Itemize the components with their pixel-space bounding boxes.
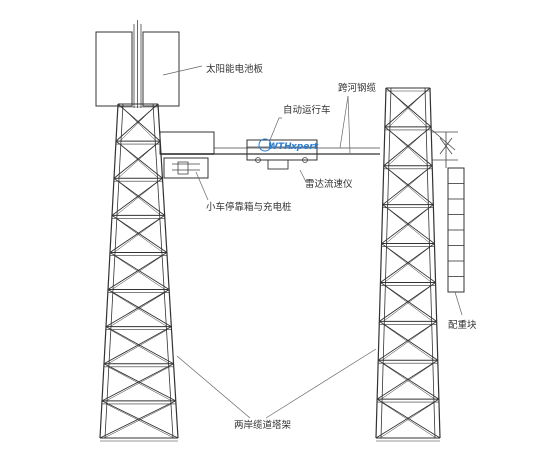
tower-brace (105, 403, 175, 439)
tower-brace (388, 129, 429, 166)
tower-brace (388, 90, 427, 128)
tower-brace (115, 218, 164, 253)
tower-brace (101, 400, 179, 439)
logo-main: WTH (268, 142, 292, 152)
tower-brace (380, 363, 434, 400)
tower-leg (157, 103, 179, 439)
tower-leg (429, 87, 441, 439)
tower-brace (119, 143, 159, 179)
tower-brace (384, 285, 433, 322)
logo-accent: xpert (290, 142, 319, 152)
tower-leg (104, 103, 124, 439)
parking-box (159, 131, 215, 179)
tower-brace (379, 282, 436, 322)
label-parking-box: 小车停靠箱与充电桩 (206, 201, 292, 213)
label-counterweight: 配重块 (448, 319, 477, 331)
left-tower (99, 103, 179, 442)
cross-river-cable (160, 129, 456, 155)
tower-brace (377, 359, 440, 400)
tower-brace (377, 320, 437, 361)
tower-brace (376, 398, 441, 439)
tower-brace (386, 207, 431, 244)
tower-brace (111, 255, 164, 290)
solar-panel (95, 20, 180, 108)
tower-brace (111, 292, 168, 327)
tower-leg (99, 103, 119, 439)
tower-brace (382, 324, 433, 361)
tower-brace (389, 90, 428, 128)
tower-brace (103, 326, 172, 365)
leader-lines (162, 65, 463, 419)
tower-leg (380, 87, 392, 439)
tower-brace (376, 359, 439, 400)
tower-brace (109, 292, 166, 327)
tower-brace (105, 366, 170, 402)
tower-brace (101, 363, 174, 402)
tower-brace (381, 243, 436, 283)
logo: WTH xpert (258, 138, 319, 152)
tower-leg (152, 103, 174, 439)
tower-brace (379, 320, 439, 361)
tower-leg (424, 87, 436, 439)
tower-brace (115, 181, 159, 216)
tower-brace (385, 246, 432, 283)
tower-leg (375, 87, 387, 439)
tower-brace (383, 285, 432, 322)
tower-brace (387, 168, 430, 205)
label-radar-velocimeter: 雷达流速仪 (305, 178, 353, 190)
tower-brace (382, 363, 436, 400)
tower-brace (119, 106, 155, 142)
tower-brace (386, 168, 429, 205)
auto-vehicle (246, 139, 318, 170)
tower-brace (109, 329, 170, 364)
label-auto-vehicle: 自动运行车 (283, 104, 331, 116)
label-cross-river-cable: 跨河钢缆 (338, 82, 377, 94)
label-towers: 两岸缆道塔架 (234, 419, 292, 431)
tower-brace (103, 363, 176, 402)
tower-brace (385, 207, 430, 244)
counterweight (432, 131, 465, 293)
tower-brace (99, 400, 176, 439)
tower-brace (379, 401, 436, 439)
tower-brace (380, 243, 435, 283)
tower-brace (103, 403, 172, 439)
labels: 太阳能电池板 自动运行车 跨河钢缆 雷达流速仪 小车停靠箱与充电桩 配重块 两岸… (206, 63, 477, 431)
tower-brace (121, 106, 157, 142)
tower-brace (107, 366, 172, 402)
tower-brace (113, 218, 161, 253)
tower-brace (384, 246, 431, 283)
tower-brace (380, 282, 437, 322)
tower-brace (375, 398, 440, 439)
right-tower (375, 87, 441, 442)
tower-brace (380, 401, 437, 439)
tower-brace (117, 143, 157, 179)
tower-brace (383, 324, 434, 361)
tower-brace (117, 181, 161, 216)
tower-brace (113, 255, 166, 290)
label-solar-panel: 太阳能电池板 (206, 63, 264, 75)
tower-brace (107, 329, 168, 364)
tower-brace (387, 129, 428, 166)
